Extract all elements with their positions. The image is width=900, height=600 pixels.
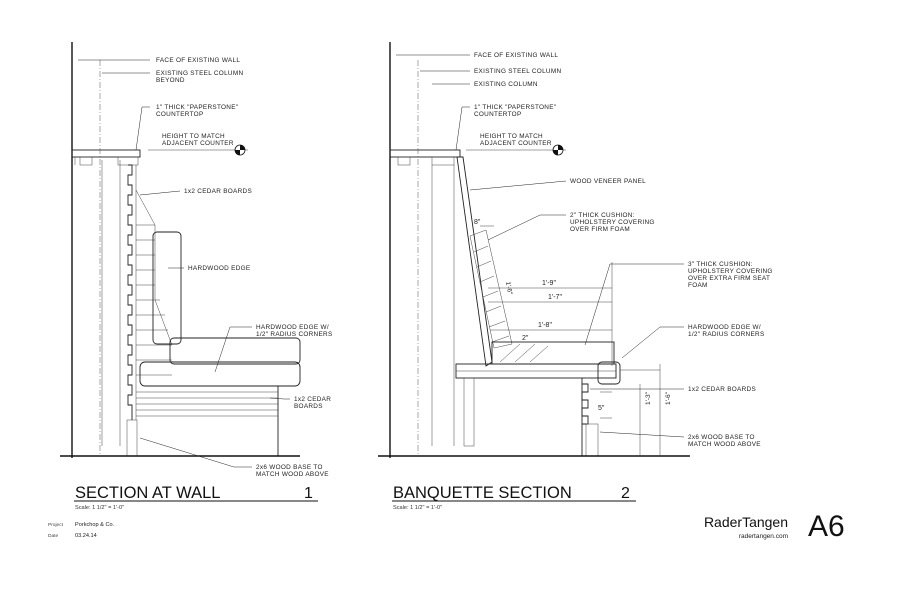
note-steel-column: EXISTING STEEL COLUMN <box>156 70 243 77</box>
dimension-lines <box>480 225 661 456</box>
note2-cushion2-2: UPHOLSTERY COVERING <box>570 219 655 226</box>
section2-title-block: BANQUETTE SECTION 2 Scale: 1 1/2" = 1'-0… <box>392 484 636 511</box>
note-height-2: ADJACENT COUNTER <box>162 140 234 147</box>
firm-website: radertangen.com <box>739 533 788 540</box>
back-cushion-2 <box>469 229 513 349</box>
dim-1-6: 1'-6" <box>504 281 513 296</box>
section2-number: 2 <box>621 485 630 502</box>
section1-title: SECTION AT WALL <box>75 484 220 502</box>
elevation-marker-icon-2 <box>552 144 564 156</box>
section1-annotations: FACE OF EXISTING WALL EXISTING STEEL COL… <box>78 57 333 478</box>
project-meta: Project Porkchop & Co. Date 03.24.14 <box>48 522 115 539</box>
note-countertop-2: COUNTERTOP <box>156 111 204 118</box>
firm-block: RaderTangen radertangen.com A6 <box>704 510 845 543</box>
firm-name: RaderTangen <box>704 514 788 530</box>
dim-2: 2" <box>522 335 529 342</box>
note2-countertop: 1" THICK "PAPERSTONE" <box>474 104 556 111</box>
dim-1-3: 1'-3" <box>645 391 652 405</box>
project-value: Porkchop & Co. <box>75 522 115 528</box>
note2-height-2: ADJACENT COUNTER <box>480 140 552 147</box>
date-label: Date <box>48 533 58 539</box>
dim-1-9: 1'-9" <box>542 280 556 287</box>
elevation-marker-icon <box>234 144 246 156</box>
note2-base-2: MATCH WOOD ABOVE <box>688 441 761 448</box>
dim-5: 5" <box>598 405 605 412</box>
dim-1-8: 1'-8" <box>538 322 552 329</box>
note-hardwood-edge: HARDWOOD EDGE <box>188 265 250 272</box>
note2-cushion2: 2" THICK CUSHION: <box>570 212 635 219</box>
section-at-wall-drawing <box>60 42 301 458</box>
note2-cushion3-3: OVER EXTRA FIRM SEAT <box>688 275 770 282</box>
note-cedar2-2: BOARDS <box>294 403 323 410</box>
countertop-2 <box>389 149 461 158</box>
note2-cushion2-3: OVER FIRM FOAM <box>570 226 630 233</box>
dim-1-6-vertical: 1'-6" <box>665 391 672 405</box>
note-hw-radius: HARDWOOD EDGE W/ <box>256 324 329 331</box>
note2-base: 2x6 WOOD BASE TO <box>688 434 755 441</box>
cedar-board-profile <box>127 164 133 420</box>
section2-annotations: FACE OF EXISTING WALL EXISTING STEEL COL… <box>396 52 773 448</box>
dim-1-7: 1'-7" <box>548 294 562 301</box>
seat-cushion <box>169 337 301 365</box>
note2-cushion3-2: UPHOLSTERY COVERING <box>688 268 773 275</box>
note2-height: HEIGHT TO MATCH <box>480 133 543 140</box>
note-height: HEIGHT TO MATCH <box>162 133 225 140</box>
note2-cushion3: 3" THICK CUSHION: <box>688 261 753 268</box>
hardwood-edge-2 <box>597 361 621 385</box>
note2-existing-column: EXISTING COLUMN <box>474 81 538 88</box>
note2-cedar-boards: 1x2 CEDAR BOARDS <box>688 386 756 393</box>
seat-edge <box>139 361 301 387</box>
note2-steel-column: EXISTING STEEL COLUMN <box>474 68 561 75</box>
note2-countertop-2: COUNTERTOP <box>474 111 522 118</box>
back-cushion <box>152 231 182 345</box>
banquette-section-drawing: 8" 1'-9" 1'-6" 1'-7" 1'-8" 2" 5" 1'-3" 1… <box>378 42 690 458</box>
section1-number: 1 <box>304 485 313 502</box>
sheet-number: A6 <box>808 510 845 543</box>
note2-cushion3-4: FOAM <box>688 282 708 289</box>
dim-8: 8" <box>474 219 481 226</box>
note2-veneer: WOOD VENEER PANEL <box>570 178 646 185</box>
date-value: 03.24.14 <box>75 533 97 539</box>
wood-base <box>126 419 138 457</box>
wood-base-2 <box>585 423 599 457</box>
note-base: 2x6 WOOD BASE TO <box>256 464 323 471</box>
note-hw-radius-2: 1/2" RADIUS CORNERS <box>256 331 333 338</box>
note2-hw-radius: HARDWOOD EDGE W/ <box>688 324 761 331</box>
note2-wall-face: FACE OF EXISTING WALL <box>474 52 558 59</box>
note-steel-column-2: BEYOND <box>156 77 185 84</box>
project-label: Project <box>48 522 64 528</box>
note-countertop: 1" THICK "PAPERSTONE" <box>156 104 238 111</box>
cedar-profile-2 <box>581 383 589 425</box>
section1-title-block: SECTION AT WALL 1 Scale: 1 1/2" = 1'-0" <box>74 484 318 511</box>
note2-hw-radius-2: 1/2" RADIUS CORNERS <box>688 331 765 338</box>
countertop <box>71 149 141 158</box>
note-base-2: MATCH WOOD ABOVE <box>256 471 329 478</box>
section2-scale: Scale: 1 1/2" = 1'-0" <box>393 505 442 511</box>
note-wall-face: FACE OF EXISTING WALL <box>156 57 240 64</box>
note-cedar-boards: 1x2 CEDAR BOARDS <box>184 188 252 195</box>
section1-scale: Scale: 1 1/2" = 1'-0" <box>75 505 124 511</box>
section2-title: BANQUETTE SECTION <box>393 484 572 502</box>
note-cedar2: 1x2 CEDAR <box>294 396 331 403</box>
